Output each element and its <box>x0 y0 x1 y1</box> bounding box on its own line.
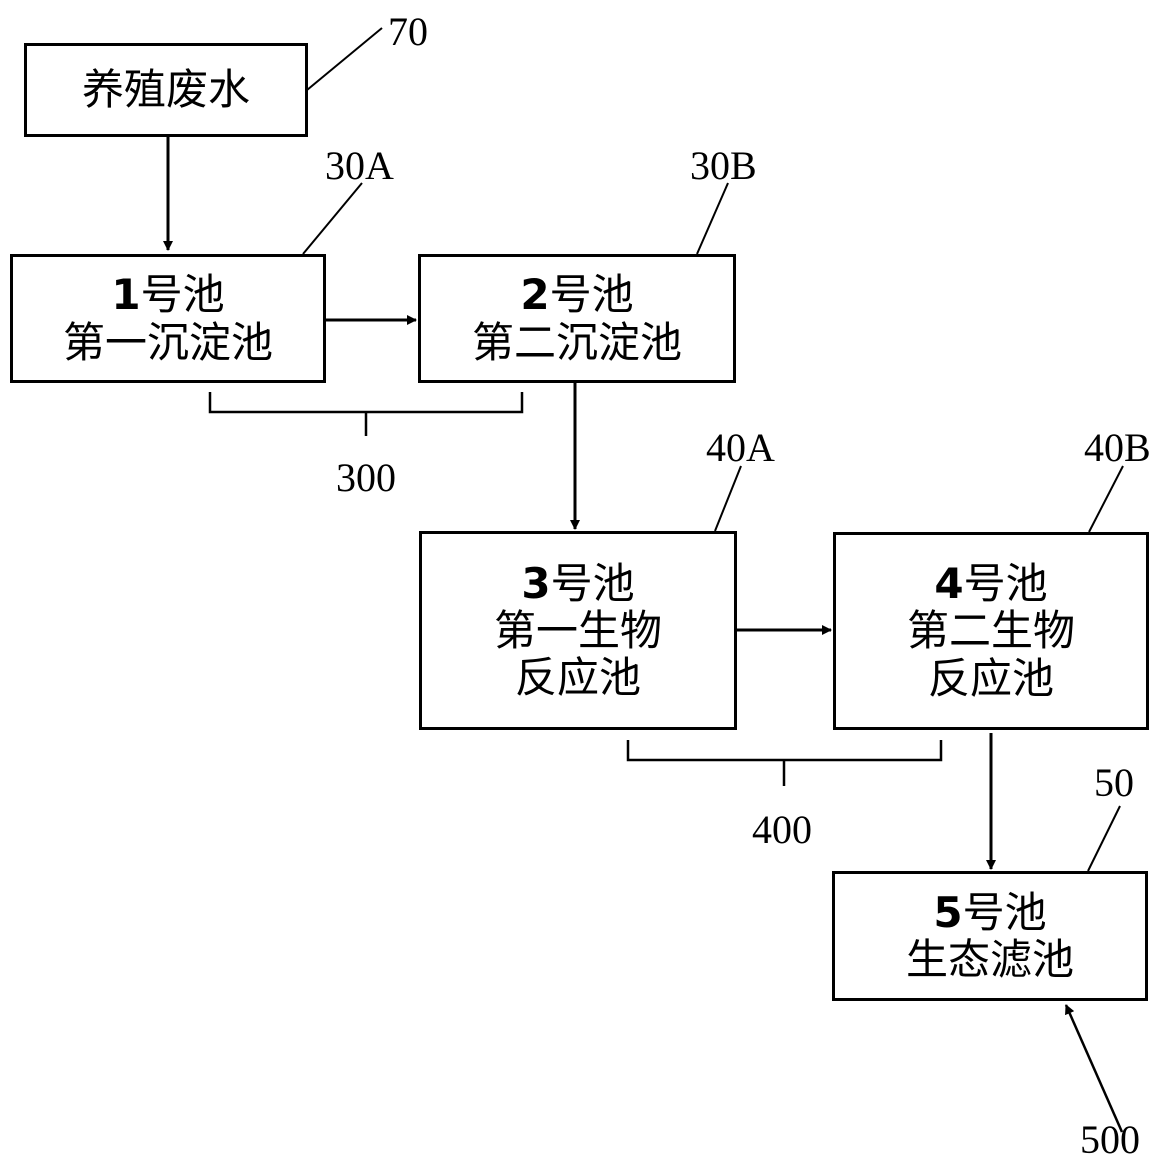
pool1-name: 第一沉淀池 <box>62 317 273 367</box>
source-label: 养殖废水 <box>81 65 250 115</box>
ref-label-70: 70 <box>388 9 428 54</box>
leader-40A <box>714 465 742 532</box>
pool4-box: 4号池 第二生物 反应池 <box>833 532 1149 730</box>
group-label-300: 300 <box>336 455 396 500</box>
leader-50 <box>1087 805 1121 872</box>
pool2-title: 2号池 <box>520 271 633 318</box>
pool3-name-line1: 第一生物 <box>493 605 662 655</box>
ref-label-40A: 40A <box>706 425 775 470</box>
pool2-number: 2 <box>520 270 550 320</box>
pool2-box: 2号池 第二沉淀池 <box>418 254 736 383</box>
group-label-400: 400 <box>752 807 812 852</box>
pool3-name-line2: 反应池 <box>514 653 641 703</box>
leader-40B <box>1088 465 1124 533</box>
pool3-box: 3号池 第一生物 反应池 <box>419 531 737 730</box>
pool4-name-line2: 反应池 <box>927 653 1054 703</box>
pool1-title-text: 号池 <box>140 270 225 320</box>
pool5-number: 5 <box>933 887 963 937</box>
pool1-box: 1号池 第一沉淀池 <box>10 254 326 383</box>
pool5-title: 5号池 <box>933 889 1046 936</box>
pool1-number: 1 <box>111 270 141 320</box>
pool3-title: 3号池 <box>521 560 634 607</box>
pool4-number: 4 <box>934 559 964 609</box>
pool5-title-text: 号池 <box>962 887 1047 937</box>
leader-30A <box>302 182 363 255</box>
pool2-name: 第二沉淀池 <box>471 317 682 367</box>
leader-70 <box>300 27 383 96</box>
inlet-label-500: 500 <box>1080 1117 1140 1162</box>
pool5-box: 5号池 生态滤池 <box>832 871 1148 1001</box>
pool2-title-text: 号池 <box>549 270 634 320</box>
pool5-name: 生态滤池 <box>905 935 1074 984</box>
pool1-title: 1号池 <box>111 271 224 318</box>
pool3-number: 3 <box>521 558 551 608</box>
source-box: 养殖废水 <box>24 43 308 137</box>
pool4-title: 4号池 <box>934 560 1047 607</box>
pool4-name-line1: 第二生物 <box>906 606 1075 656</box>
ref-label-40B: 40B <box>1084 425 1151 470</box>
brace-300 <box>208 392 524 436</box>
pool3-title-text: 号池 <box>550 558 635 608</box>
leader-30B <box>696 182 729 255</box>
ref-label-50: 50 <box>1094 760 1134 805</box>
pool4-title-text: 号池 <box>963 559 1048 609</box>
ref-label-30A: 30A <box>325 143 394 188</box>
ref-label-30B: 30B <box>690 143 757 188</box>
brace-400 <box>626 740 943 786</box>
arrow-inlet-500 <box>1064 1004 1124 1133</box>
